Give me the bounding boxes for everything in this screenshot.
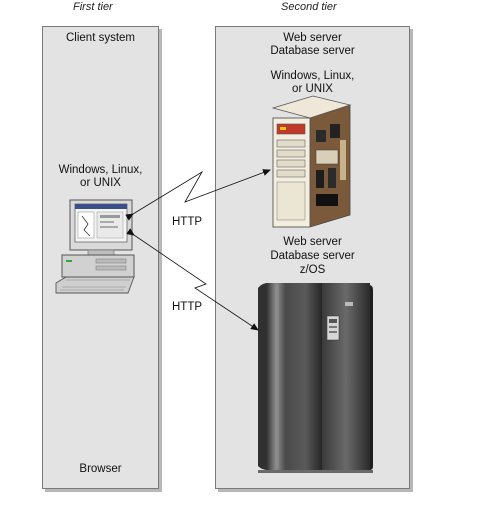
- bottom-server-db-label: Database server: [270, 250, 355, 262]
- client-os-label-line2: or UNIX: [80, 177, 121, 189]
- client-os-label-line1: Windows, Linux,: [58, 164, 143, 176]
- client-browser-label: Browser: [79, 463, 122, 475]
- client-system-title: Client system: [65, 32, 136, 44]
- http-connection-top: [125, 169, 271, 221]
- mainframe-icon: [258, 283, 373, 473]
- http-connection-bottom: [126, 228, 259, 331]
- desktop-computer-icon: [55, 199, 135, 294]
- first-tier-heading: First tier: [73, 1, 113, 13]
- http-label-bottom: HTTP: [171, 301, 204, 313]
- top-server-web-label: Web server: [283, 32, 342, 44]
- http-label-top: HTTP: [171, 216, 204, 228]
- bottom-server-os-label: z/OS: [299, 264, 326, 276]
- top-server-db-label: Database server: [270, 45, 355, 57]
- top-server-os-line1: Windows, Linux,: [270, 70, 355, 82]
- top-server-os-line2: or UNIX: [292, 83, 333, 95]
- rack-server-icon: [271, 95, 352, 228]
- bottom-server-web-label: Web server: [283, 236, 342, 248]
- second-tier-heading: Second tier: [281, 1, 337, 13]
